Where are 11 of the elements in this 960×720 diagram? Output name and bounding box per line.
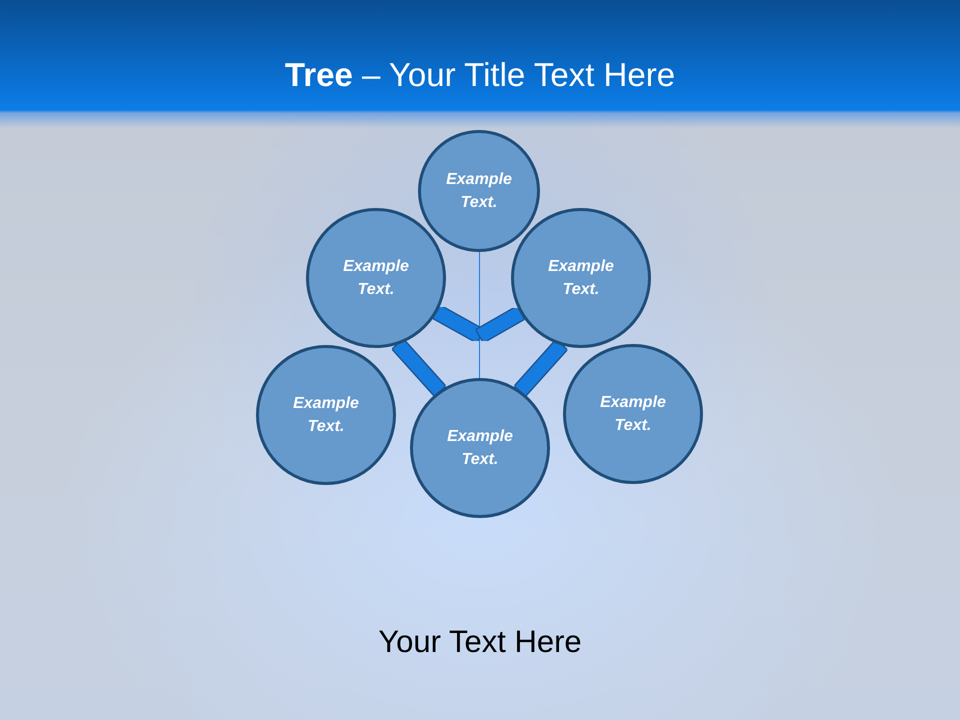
branch-line: [392, 340, 445, 396]
node-label: Example Text.: [445, 170, 513, 213]
caption: Your Text Here: [378, 623, 582, 661]
node-label: Example Text.: [292, 394, 360, 437]
trunk-line: [471, 518, 489, 600]
branch-line: [515, 340, 566, 396]
node-label: Example Text.: [599, 393, 667, 436]
node-label: Example Text.: [342, 257, 410, 300]
node-label: Example Text.: [547, 257, 615, 300]
node-label: Example Text.: [446, 427, 514, 470]
title: Tree – Your Title Text Here: [284, 55, 676, 95]
